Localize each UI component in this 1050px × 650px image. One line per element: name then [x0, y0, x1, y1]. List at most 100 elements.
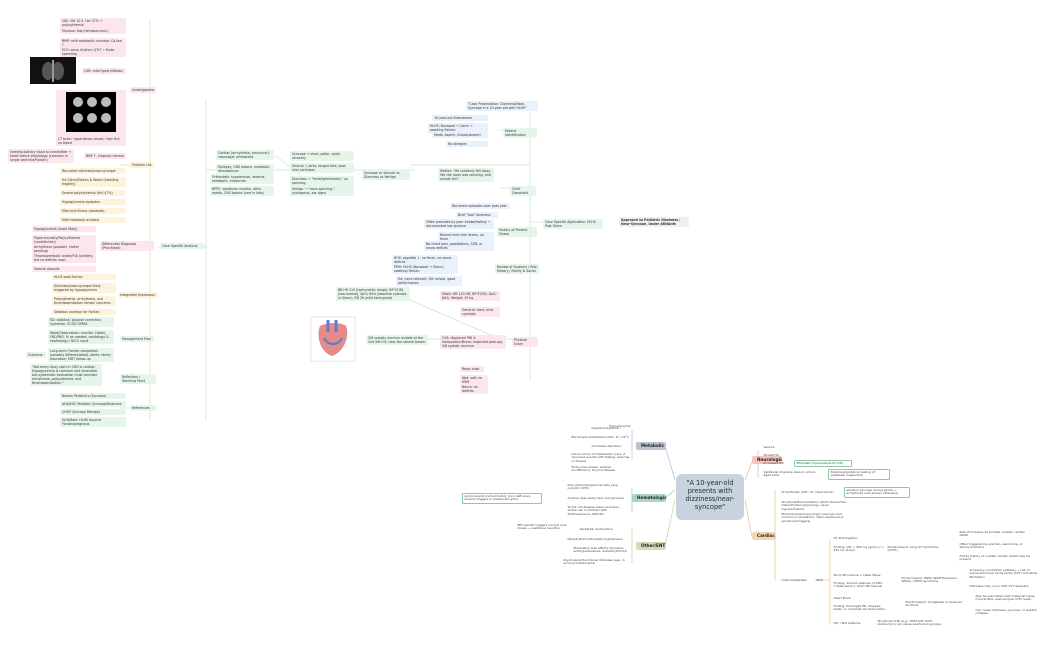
ros-sh: Hx: none relevant; SH: school, good perf… [396, 276, 462, 286]
pid-allergies: No allergies [446, 141, 488, 147]
hpi-no-chest-pain: No chest pain, palpitations, SOB, or neu… [424, 241, 494, 251]
chest-xray-image [30, 57, 76, 84]
neu-icp: Increased ICP [763, 460, 784, 465]
ddx-hypoglycemia: Hypoglycemia (most likely) [32, 226, 96, 232]
physical-exam[interactable]: Physical Exam [512, 337, 538, 347]
exam-general: General: alert, mild cyanosis [460, 307, 500, 317]
branch-differential[interactable]: Differential Diagnosis (Prioritised) [100, 241, 154, 251]
history-present-illness[interactable]: History of Present Illness [497, 227, 537, 237]
car-pharmacologic: Pharmacologic/neurologic (vascular and c… [781, 511, 844, 524]
root-case-specific-analysis[interactable]: Case Specific Analysis [160, 243, 204, 249]
int-concerns: Polycythemia, arrhythmia, and thromboemb… [52, 296, 116, 306]
ddx-hyperviscosity: Hyperviscosity/Polycythemia (contributio… [32, 235, 96, 245]
oth-medication: Medication side effects (diuretics, anti… [573, 545, 628, 554]
inv-bmp: BMP: mild metabolic increase; Ca low ? [60, 38, 126, 48]
ch-av-points: Points toward: Congenital or acquired AV… [905, 599, 963, 608]
branch-hematologic[interactable]: Hematologic [632, 494, 667, 502]
pid-age: 10-year-old-Vietnamese [432, 115, 488, 121]
syncope-vs-seizure-header[interactable]: Syncope vs Seizure vs Dizziness vs Verti… [362, 170, 410, 180]
car-arr-detail: exertion syncope during sports → arrhyth… [844, 487, 910, 498]
branch-integrated[interactable]: Integrated Impression [118, 292, 158, 298]
ch-qt-points: Points toward: Long QT Syndrome (LQTS) [887, 544, 939, 553]
ch-heart-block: Heart Block [833, 595, 851, 600]
reflection-quote: "Not every dizzy spell in CHD is cardiac… [30, 364, 102, 386]
ref-aha: AHA/ESC Pediatric Syncope/Dizziness [60, 401, 126, 407]
branch-references[interactable]: References [130, 405, 156, 411]
syncope-sub-vertigo: Vertigo → "room spinning," nystagmus, ea… [290, 186, 354, 196]
prob-acidosis: Mild metabolic acidosis [60, 217, 126, 223]
branch-investigations[interactable]: Investigations [130, 87, 156, 93]
approach-pediatric-dizziness[interactable]: Approach to Pediatric Dizziness / Near-S… [619, 217, 689, 227]
hem-pulmonary-history: pulmonary/bronchial history (iron defici… [462, 493, 542, 504]
prob-viral: Mild viral illness (resolved) [60, 208, 126, 214]
ch-av-note2: Can cause dizziness, syncope, or sudden … [975, 607, 1037, 616]
exam-cvs: CVS: displaced PMI & holosystolic/Brush;… [440, 335, 506, 349]
car-ecg: ECG [816, 577, 823, 582]
branch-problem-list[interactable]: Problem List [130, 162, 154, 168]
prob-hypoglycemia: Hypoglycemia episodes [60, 199, 126, 205]
patient-identification[interactable]: Patient Identification [503, 128, 537, 138]
neu-icp-detail: Embolism (type/edema for ICP) [794, 460, 852, 467]
inv-ct-brain: CT brain: hyperdense vessel; High Hct; n… [56, 136, 126, 146]
car-arrhythmias: Arrhythmias (SVT, VT, heart block) [781, 489, 834, 494]
ch-qt-note1: Risk of torsades de pointes, sudden card… [959, 529, 1025, 538]
hpi-poor-intake: Often precedes by poor intake/fasting → … [424, 219, 494, 229]
oth-vestibular: Vestibular dysfunction [579, 526, 613, 531]
ref-chop: CHOP Syncope Pathway [60, 409, 126, 415]
syncope-sub-seizure: Seizure → jerks, tongue bite, post-ictal… [290, 163, 354, 173]
ch-wpw-points: Points toward: WPW (Wolff-Parkinson-Whit… [901, 575, 958, 584]
ch-structural-chd: Structural CHD (e.g., HCM with LVOT obst… [877, 618, 942, 627]
branch-other-ent[interactable]: Other/ENT [636, 542, 666, 550]
syncope-sub-short: Syncope → short, pallor, quick recovery [290, 151, 354, 161]
meta-endocrine: Endocrine causes: adrenal insufficiency,… [571, 464, 616, 473]
ch-qt-prolongation: QT Prolongation [833, 535, 858, 540]
exam-resp: Resp: clear [460, 366, 484, 372]
recurrent-episodes: Recurrent episodes over past year [450, 203, 510, 209]
branch-management[interactable]: Management Plan [120, 336, 154, 342]
case-specific-application[interactable]: Case Specific Application: HLHS Post Gle… [543, 219, 603, 229]
heart-diagram-image [310, 316, 356, 362]
oth-dehydration: Dehydration/orthostatic hypotension [567, 536, 623, 541]
exam-cvs-detail: 2/6 systolic murmur loudest at the 2nd l… [366, 335, 428, 345]
branch-metabolic[interactable]: Metabolic [636, 442, 666, 450]
oth-bif-triggers: BIF-specific triggers (recent viral illn… [517, 522, 567, 531]
hem-anemia: Anemia (less likely here, but general) [567, 495, 624, 500]
meta-hypoglycemia: Hypoglycemia [609, 423, 631, 428]
chief-complaint[interactable]: Chief Complaint [510, 186, 536, 196]
oth-psychogenic: Psychogenic/functional dizziness (esp. i… [563, 557, 625, 566]
review-of-systems[interactable]: Review of Systems / Past History / Famil… [495, 264, 539, 274]
exam-vitals: Vitals: HR 110 HR; BP 97/61; SpO₂ 84%; W… [440, 291, 500, 301]
syncope-cause-orthostatic: Orthostatic hypotension, anemia, metabol… [210, 174, 274, 184]
ref-uptodate: UpToDate: HLHS beyond Fontan/prognosis [60, 417, 126, 427]
meta-hypoglycemia-left: Dyselectrolytemia [591, 425, 619, 430]
ref-nelson: Nelson Pediatrics (Syncope) [60, 393, 126, 399]
central-topic[interactable]: "A 10-year-old presents with dizziness/n… [676, 474, 744, 520]
ros-appetite: ROS: appetite ↓, no fever, no neuro defi… [392, 255, 458, 265]
car-structural: Structural/flow limitation (LVOT obstruc… [781, 499, 848, 512]
syncope-sub-dizziness: Dizziness → "faint/lightheaded," no spin… [290, 176, 354, 186]
branch-cardiac[interactable]: Cardiac [752, 532, 776, 540]
hem-sickle-cell: Sickle cell disease (vaso-occlusion, str… [567, 504, 621, 517]
branch-reflection[interactable]: Reflection / Teaching Point [120, 374, 156, 384]
ch-wpw-note2: Dizziness may occur with SVT episodes [969, 583, 1029, 588]
prob-recurrent: Recurrent dizziness/near-syncope [60, 168, 126, 174]
pid-meds: Meds: Aspirin, Enoxa(absent) [432, 132, 488, 138]
inv-bnp: BNP ↑, troponin normal [84, 153, 126, 159]
neu-stroke: Stroke/TIA [763, 452, 779, 457]
branch-neurologic[interactable]: Neurologic [752, 456, 783, 464]
meta-electrolyte: Electrolyte disturbance (Na⁺, K⁺, Ca²⁺) [571, 434, 630, 439]
ch-qt-note2: Often triggered by exertion, swimming, o… [959, 541, 1023, 550]
ddx-seizure: Seizure disorder [32, 266, 96, 272]
int-sedation: Sedation overdue for Fontan [52, 309, 116, 315]
neu-seizure: Seizure [763, 444, 775, 449]
inv-cxr: CXR: mild hyperinflation [82, 68, 126, 74]
ddx-thromboembolic: Thromboembolic stroke/TIA (unlikely; but… [32, 253, 96, 263]
ch-av-note1: May be associated with maternal lupus, m… [975, 593, 1036, 602]
exam-vitals-detail: BB HR 110 (tachycardic range), BP 97/61 … [336, 287, 410, 301]
hem-polycythemia: Polycythemia/hyperviscosity (esp. cyanot… [567, 482, 619, 491]
syncope-cause-bppv: BPPV, vestibular neuritis, otitis media,… [210, 186, 274, 196]
inv-cbc: CBC: Hb 12.5, Hct 37% → polycythemia [60, 18, 126, 28]
mgmt-longterm: Long-term: Fontan completion (possibly d… [48, 348, 114, 362]
ch-heart-block-finding: Finding: Prolonged PR, dropped beats, or… [833, 603, 886, 612]
mgmt-outcome: Outcome [26, 352, 46, 358]
